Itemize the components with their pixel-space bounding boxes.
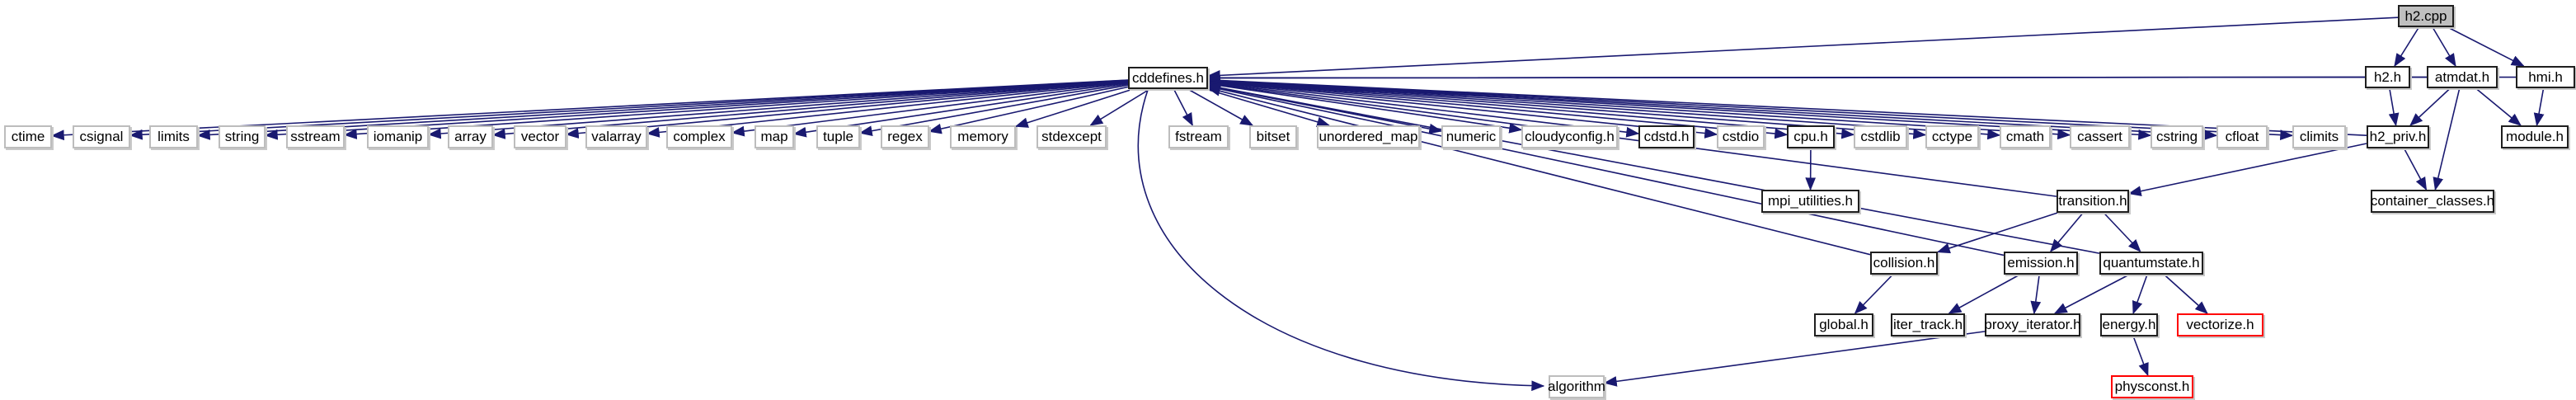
edge-emission.h-to-iter_track.h (1948, 274, 2020, 314)
graph-node-cddefines-h[interactable]: cddefines.h (1128, 67, 1208, 89)
edge-emission.h-to-cddefines.h (1206, 83, 2005, 256)
graph-node-cctype: cctype (1925, 125, 1979, 148)
edge-quantumstate.h-to-energy.h (2132, 274, 2148, 315)
graph-node-array: array (448, 125, 493, 148)
edge-h2.h-to-h2_priv.h (2388, 87, 2400, 127)
graph-node-numeric: numeric (1441, 125, 1501, 148)
edge-cddefines.h-to-limits (196, 79, 1129, 140)
graph-node-iter-track-h[interactable]: iter_track.h (1891, 313, 1965, 336)
edge-collision.h-to-global.h (1854, 274, 1893, 314)
graph-node-cstdlib: cstdlib (1854, 125, 1907, 148)
edge-emission.h-to-proxy_iterator.h (2030, 274, 2042, 315)
graph-node-bitset: bitset (1249, 125, 1297, 148)
graph-node-physconst-h[interactable]: physconst.h (2111, 375, 2193, 398)
graph-node-ctime: ctime (4, 125, 52, 148)
edge-h2.cpp-to-hmi.h (2447, 26, 2525, 67)
graph-node-cfloat: cfloat (2216, 125, 2268, 148)
graph-node-stdexcept: stdexcept (1037, 125, 1107, 148)
graph-node-energy-h[interactable]: energy.h (2100, 313, 2158, 336)
graph-node-h2-cpp: h2.cpp (2398, 5, 2454, 27)
edge-proxy_iterator.h-to-algorithm (1603, 331, 1986, 387)
edge-cddefines.h-to-valarray (646, 81, 1129, 138)
graph-node-quantumstate-h[interactable]: quantumstate.h (2099, 252, 2203, 275)
graph-node-cassert: cassert (2070, 125, 2130, 148)
edge-quantumstate.h-to-cddefines.h (1206, 82, 2100, 254)
edge-cddefines.h-to-cdstd.h (1207, 82, 1640, 138)
graph-node-container-classes-h[interactable]: container_classes.h (2371, 190, 2494, 213)
graph-node-proxy-iterator-h[interactable]: proxy_iterator.h (1984, 313, 2081, 336)
edge-h2_priv.h-to-container_classes.h (2403, 148, 2428, 191)
edge-energy.h-to-physconst.h (2132, 336, 2149, 377)
edge-transition.h-to-collision.h (1936, 212, 2058, 254)
graph-node-regex: regex (881, 125, 929, 148)
edge-transition.h-to-quantumstate.h (2103, 212, 2141, 252)
graph-node-mpi-utilities-h[interactable]: mpi_utilities.h (1761, 190, 1859, 213)
edge-atmdat.h-to-container_classes.h (2433, 87, 2461, 191)
graph-node-map: map (754, 125, 794, 148)
graph-node-vectorize-h[interactable]: vectorize.h (2177, 313, 2263, 336)
edge-cddefines.h-to-regex (928, 86, 1129, 134)
edge-cddefines.h-to-cstdio (1207, 81, 1718, 139)
graph-node-memory: memory (950, 125, 1016, 148)
graph-node-vector: vector (514, 125, 566, 148)
graph-node-module-h[interactable]: module.h (2501, 125, 2569, 148)
graph-node-complex: complex (666, 125, 732, 148)
graph-node-emission-h[interactable]: emission.h (2004, 252, 2078, 275)
graph-node-cstdio: cstdio (1717, 125, 1765, 148)
graph-node-climits: climits (2292, 125, 2346, 148)
edge-cddefines.h-to-unordered_map (1206, 88, 1331, 127)
graph-node-limits: limits (149, 125, 198, 148)
graph-node-sstream: sstream (286, 125, 345, 148)
edge-cddefines.h-to-memory (1014, 88, 1134, 128)
graph-node-hmi-h[interactable]: hmi.h (2516, 66, 2575, 88)
graph-node-valarray: valarray (585, 125, 647, 148)
edge-hmi.h-to-module.h (2533, 87, 2545, 127)
edge-h2.cpp-to-atmdat.h (2432, 26, 2456, 68)
edge-quantumstate.h-to-proxy_iterator.h (2053, 274, 2130, 314)
edge-cddefines.h-to-bitset (1187, 88, 1254, 126)
edge-h2_priv.h-to-transition.h (2127, 143, 2367, 196)
graph-node-global-h[interactable]: global.h (1814, 313, 1873, 336)
graph-node-string: string (219, 125, 266, 148)
edge-quantumstate.h-to-vectorize.h (2164, 274, 2208, 314)
edge-cddefines.h-to-tuple (858, 84, 1129, 136)
graph-node-cpu-h[interactable]: cpu.h (1787, 125, 1835, 148)
edge-transition.h-to-emission.h (2049, 212, 2084, 252)
edge-cddefines.h-to-cstring (1207, 79, 2152, 140)
graph-node-cloudyconfig-h: cloudyconfig.h (1521, 125, 1618, 148)
graph-node-h2-priv-h[interactable]: h2_priv.h (2367, 125, 2429, 148)
edge-cddefines.h-to-vector (565, 81, 1129, 139)
edge-cddefines.h-to-algorithm (1137, 89, 1545, 392)
graph-node-transition-h[interactable]: transition.h (2057, 190, 2129, 213)
graph-node-iomanip: iomanip (367, 125, 429, 148)
graph-node-cdstd-h[interactable]: cdstd.h (1638, 125, 1695, 148)
edge-atmdat.h-to-module.h (2475, 87, 2522, 126)
graph-node-cmath: cmath (2000, 125, 2051, 148)
edge-cddefines.h-to-complex (731, 82, 1129, 137)
graph-node-cstring: cstring (2151, 125, 2203, 148)
edge-cddefines.h-to-cloudyconfig.h (1207, 82, 1523, 134)
graph-node-collision-h[interactable]: collision.h (1870, 252, 1938, 275)
edge-h2.cpp-to-cddefines.h (1206, 16, 2399, 81)
graph-node-csignal: csignal (73, 125, 130, 148)
edge-cddefines.h-to-fstream (1173, 88, 1193, 127)
graph-node-unordered-map: unordered_map (1317, 125, 1420, 148)
edge-atmdat.h-to-h2_priv.h (2409, 87, 2451, 126)
edge-h2.cpp-to-h2.h (2394, 26, 2420, 68)
graph-node-h2-h[interactable]: h2.h (2365, 66, 2410, 88)
graph-node-tuple: tuple (816, 125, 860, 148)
edge-transition.h-to-cddefines.h (1206, 79, 2057, 197)
edge-cddefines.h-to-stdexcept (1089, 88, 1150, 126)
graph-node-atmdat-h[interactable]: atmdat.h (2427, 66, 2498, 88)
graph-node-algorithm: algorithm (1548, 375, 1605, 398)
graph-node-fstream: fstream (1168, 125, 1229, 148)
edge-collision.h-to-cddefines.h (1206, 86, 1871, 256)
